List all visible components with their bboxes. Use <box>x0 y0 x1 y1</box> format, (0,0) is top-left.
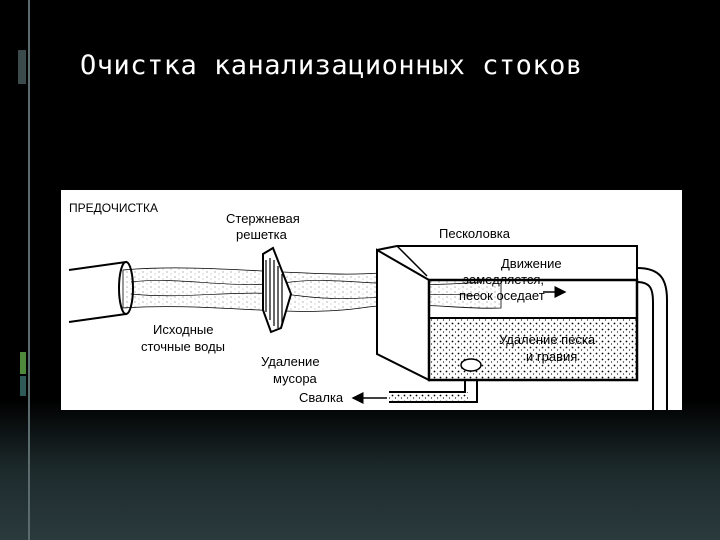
left-accent-bars <box>0 0 32 540</box>
accent-bar-top <box>18 50 26 84</box>
debris-removal-label-1: Удаление <box>261 354 320 369</box>
raw-sewage-label-1: Исходные <box>153 322 213 337</box>
bar-screen-label-2: решетка <box>236 227 288 242</box>
accent-bar-teal <box>20 376 26 396</box>
flow-label-2: замедляется, <box>463 272 544 287</box>
accent-bar-green <box>20 352 26 374</box>
flow-label-3: песок оседает <box>459 288 545 303</box>
grit-removal-label-2: и гравия <box>526 349 577 364</box>
debris-removal-label-2: мусора <box>273 371 318 386</box>
flow-label-1: Движение <box>501 256 562 271</box>
grit-removal-label-1: Удаление песка <box>499 332 596 347</box>
bar-screen-label-1: Стержневая <box>226 211 300 226</box>
grit-chamber-label: Песколовка <box>439 226 511 241</box>
bar-screen <box>262 246 293 334</box>
vertical-rule <box>28 0 30 540</box>
raw-sewage-label-2: сточные воды <box>141 339 225 354</box>
slide-title: Очистка канализационных стоков <box>80 50 583 81</box>
grit-chamber <box>376 245 668 410</box>
dump-label: Свалка <box>299 390 344 405</box>
pretreatment-diagram: ПРЕДОЧИСТКА Стержневая решетка <box>61 190 682 410</box>
section-label: ПРЕДОЧИСТКА <box>69 201 158 215</box>
